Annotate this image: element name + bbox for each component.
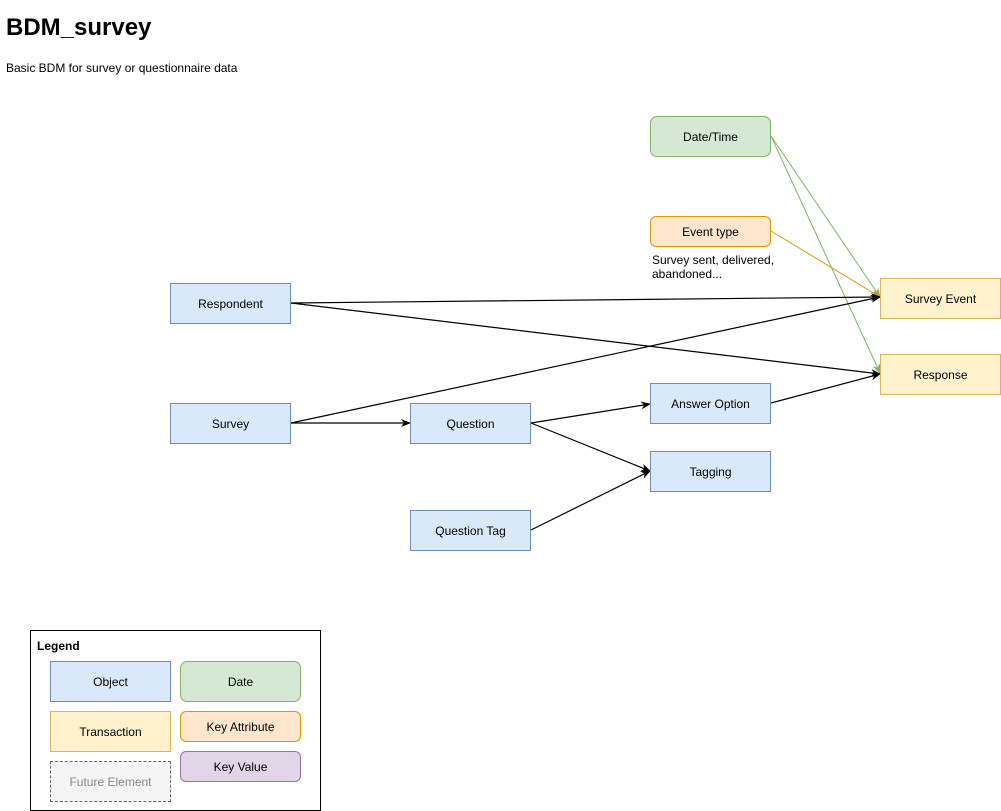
- node-question-tag[interactable]: Question Tag: [410, 510, 531, 551]
- event-type-note-line-2: abandoned...: [652, 267, 723, 281]
- edge-datetime-surveyevent: [770, 135, 881, 298]
- event-type-note: Survey sent, delivered, abandoned...: [652, 253, 792, 281]
- edge-survey-surveyevent: [290, 294, 881, 424]
- node-survey-event[interactable]: Survey Event: [880, 278, 1001, 319]
- edge-respondent-response: [290, 302, 881, 377]
- edge-respondent-surveyevent: [290, 293, 881, 304]
- node-tagging[interactable]: Tagging: [650, 451, 771, 492]
- legend-date: Date: [180, 661, 301, 702]
- node-question[interactable]: Question: [410, 403, 531, 444]
- edge-question-answeroption: [530, 401, 651, 424]
- edge-answeroption-response: [770, 372, 881, 404]
- node-response[interactable]: Response: [880, 354, 1001, 395]
- legend-object: Object: [50, 661, 171, 702]
- edge-questiontag-tagging: [530, 470, 651, 531]
- edge-question-tagging: [530, 422, 651, 472]
- page-title: BDM_survey: [6, 14, 152, 41]
- legend-future-element: Future Element: [50, 761, 171, 802]
- legend-key-attribute: Key Attribute: [180, 711, 301, 742]
- legend-title: Legend: [37, 639, 80, 653]
- edge-eventtype-surveyevent: [770, 230, 881, 298]
- node-survey[interactable]: Survey: [170, 403, 291, 444]
- node-date-time[interactable]: Date/Time: [650, 116, 771, 157]
- node-event-type[interactable]: Event type: [650, 216, 771, 247]
- event-type-note-line-1: Survey sent, delivered,: [652, 253, 775, 267]
- edge-datetime-response: [770, 135, 881, 374]
- node-answer-option[interactable]: Answer Option: [650, 383, 771, 424]
- legend-key-value: Key Value: [180, 751, 301, 782]
- legend: Legend Object Date Transaction Key Attri…: [30, 630, 321, 811]
- legend-transaction: Transaction: [50, 711, 171, 752]
- page-subtitle: Basic BDM for survey or questionnaire da…: [6, 61, 238, 75]
- node-respondent[interactable]: Respondent: [170, 283, 291, 324]
